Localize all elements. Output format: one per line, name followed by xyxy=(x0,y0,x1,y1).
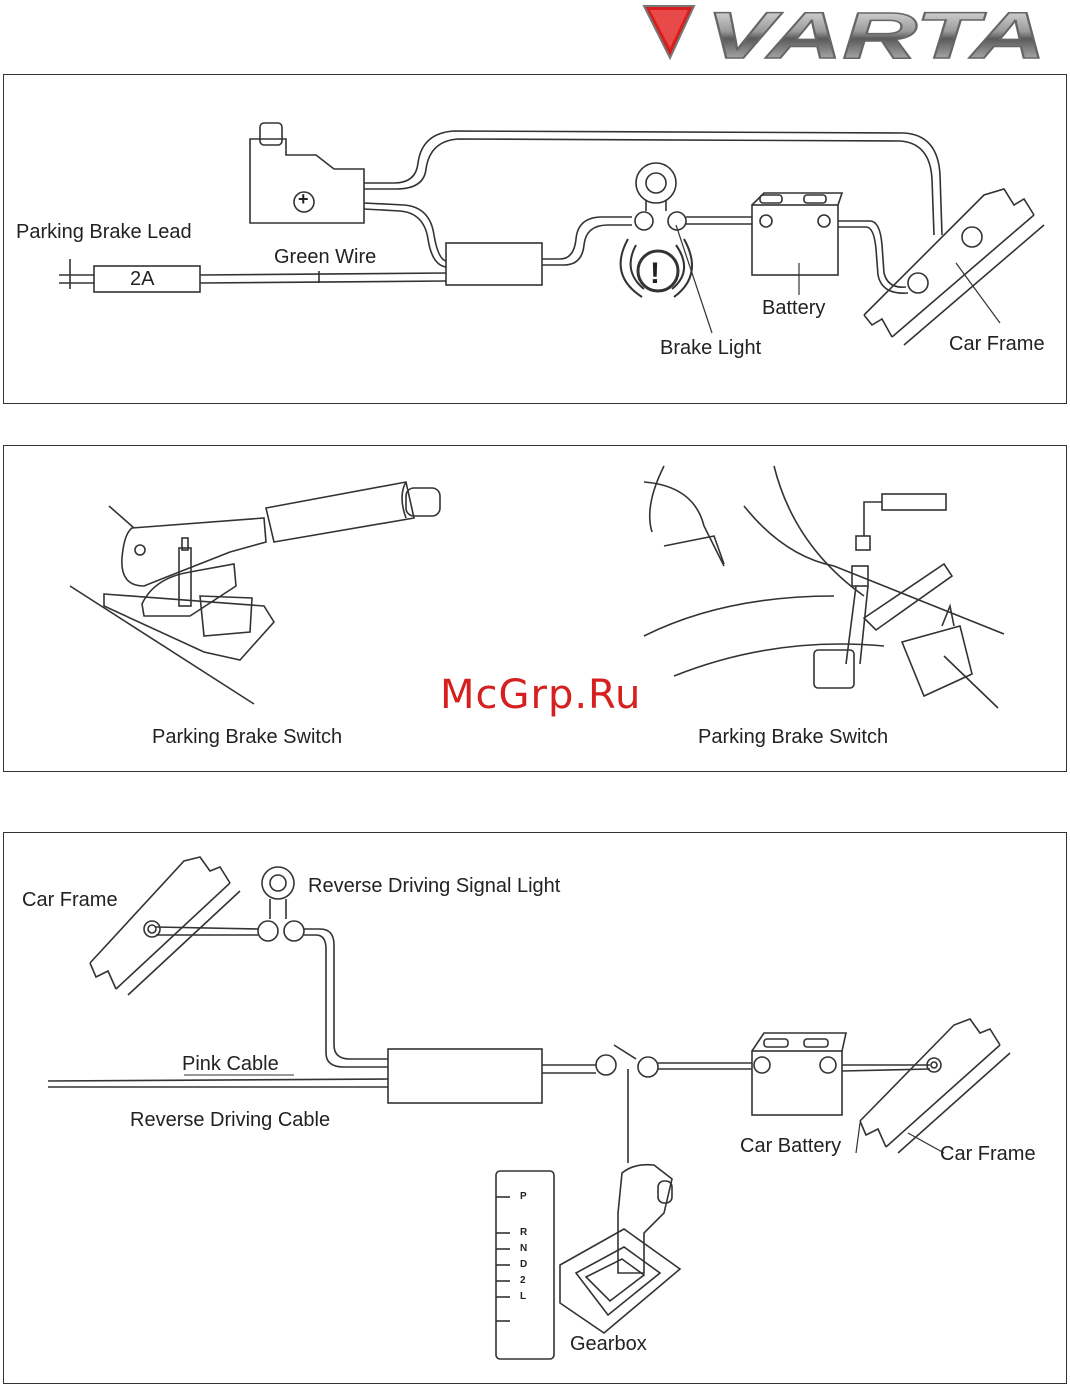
hand-brake-lever xyxy=(70,482,440,704)
battery-label: Battery xyxy=(762,297,825,320)
plus-symbol: + xyxy=(298,189,309,210)
gear-n: N xyxy=(520,1243,527,1254)
car-frame-left-label: Car Frame xyxy=(22,889,118,912)
parking-brake-switch-diagram xyxy=(4,446,1066,771)
reverse-light-label: Reverse Driving Signal Light xyxy=(308,875,560,898)
battery-icon xyxy=(752,193,842,275)
car-frame-left-rail xyxy=(90,857,240,995)
pink-cable-label: Pink Cable xyxy=(182,1053,279,1076)
car-frame-right-label: Car Frame xyxy=(940,1143,1036,1166)
reverse-light-bulb xyxy=(258,867,304,941)
gear-lever xyxy=(560,1165,680,1333)
watermark-text: McGrp.Ru xyxy=(440,672,641,718)
car-battery-label: Car Battery xyxy=(740,1135,841,1158)
logo-wordmark: VARTA xyxy=(706,0,1046,70)
reverse-wiring-diagram xyxy=(4,833,1066,1383)
brake-wiring-panel: ! Parking Brake Lead 2A Green Wi xyxy=(3,74,1067,404)
green-wire-label: Green Wire xyxy=(274,246,376,269)
gear-switch xyxy=(596,1045,658,1163)
car-frame-rail xyxy=(864,189,1044,345)
gearbox-label: Gearbox xyxy=(570,1333,647,1356)
reverse-wiring-panel: Car Frame Reverse Driving Signal Light P… xyxy=(3,832,1067,1384)
brake-light-label: Brake Light xyxy=(660,337,761,360)
gear-p: P xyxy=(520,1191,527,1202)
left-switch-caption: Parking Brake Switch xyxy=(152,726,342,749)
parking-brake-lead-label: Parking Brake Lead xyxy=(16,221,192,244)
car-frame-label: Car Frame xyxy=(949,333,1045,356)
car-battery-icon xyxy=(752,1033,846,1115)
reverse-cable-label: Reverse Driving Cable xyxy=(130,1109,330,1132)
gear-l: L xyxy=(520,1291,526,1302)
varta-logo: VARTA xyxy=(636,0,1056,70)
reverse-relay-box xyxy=(388,1049,542,1103)
foot-brake-pedal xyxy=(644,466,1004,708)
car-frame-right-rail xyxy=(860,1019,1010,1153)
right-switch-caption: Parking Brake Switch xyxy=(698,726,888,749)
relay-box xyxy=(446,243,542,285)
gear-r: R xyxy=(520,1227,527,1238)
fuse-label: 2A xyxy=(130,268,154,291)
gear-d: D xyxy=(520,1259,527,1270)
warning-symbol: ! xyxy=(650,257,660,290)
gear-2: 2 xyxy=(520,1275,526,1286)
parking-brake-switch-panel: Parking Brake Switch Parking Brake Switc… xyxy=(3,445,1067,772)
